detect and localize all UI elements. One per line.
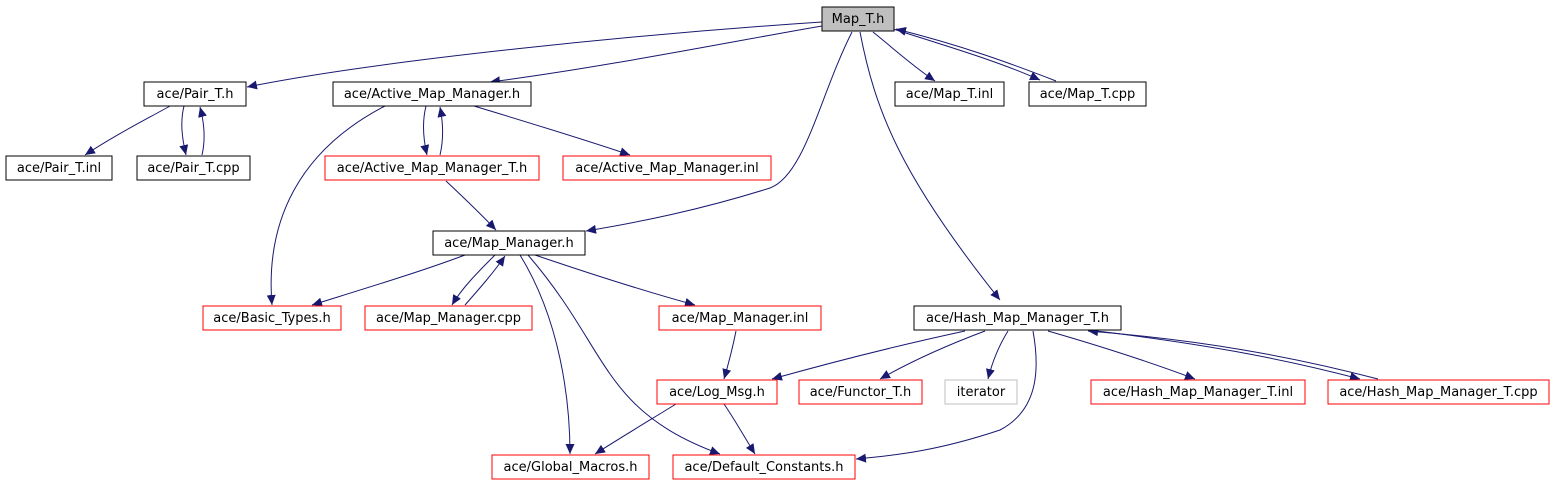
edge-active-map-manager-h-to-active-map-manager-t-h <box>420 105 430 156</box>
node-box <box>5 155 113 181</box>
edge-log-msg-h-to-global-macros-h <box>594 403 677 455</box>
edge-hash-map-manager-t-h-to-functor-t-h <box>879 330 986 380</box>
node-map-t-h[interactable]: Map_T.h <box>821 6 895 32</box>
nodes-layer: Map_T.h ace/Pair_T.h ace/Active_Map_Mana… <box>5 6 1550 480</box>
node-map-t-inl[interactable]: ace/Map_T.inl <box>894 81 1005 107</box>
node-label: ace/Pair_T.inl <box>17 161 101 176</box>
node-label: Map_T.h <box>832 12 885 27</box>
node-box <box>656 379 778 405</box>
node-label: ace/Hash_Map_Manager_T.cpp <box>1339 385 1537 400</box>
node-box <box>324 155 540 181</box>
node-box <box>894 81 1005 107</box>
node-active-map-manager-h[interactable]: ace/Active_Map_Manager.h <box>332 81 532 107</box>
node-log-msg-h[interactable]: ace/Log_Msg.h <box>656 379 778 405</box>
edge-map-t-h-to-map-t-inl <box>872 31 936 82</box>
node-box <box>432 230 586 256</box>
edges-layer <box>84 21 1379 463</box>
edge-map-t-h-to-pair-t-h <box>246 21 823 90</box>
node-box <box>332 81 532 107</box>
node-active-map-manager-inl[interactable]: ace/Active_Map_Manager.inl <box>562 155 772 181</box>
node-label: ace/Functor_T.h <box>810 385 912 400</box>
node-hash-map-manager-t-inl[interactable]: ace/Hash_Map_Manager_T.inl <box>1090 379 1306 405</box>
node-label: ace/Global_Macros.h <box>504 460 638 475</box>
node-box <box>136 155 251 181</box>
node-label: ace/Pair_T.h <box>157 87 234 102</box>
node-label: ace/Map_T.inl <box>906 87 993 102</box>
edge-map-t-h-to-active-map-manager-h <box>489 25 823 86</box>
edge-map-t-h-to-map-t-cpp <box>892 28 1041 81</box>
node-map-t-cpp[interactable]: ace/Map_T.cpp <box>1028 81 1147 107</box>
node-box <box>364 305 533 331</box>
edge-active-map-manager-h-to-basic-types-h <box>266 105 386 306</box>
edge-map-manager-inl-to-log-msg-h <box>722 330 737 380</box>
node-box <box>672 454 856 480</box>
node-map-manager-h[interactable]: ace/Map_Manager.h <box>432 230 586 256</box>
edge-hash-map-manager-t-cpp-to-hash-map-manager-t-h <box>1087 327 1379 380</box>
node-iterator[interactable]: iterator <box>944 379 1018 405</box>
node-box <box>821 6 895 32</box>
edge-map-manager-h-to-map-manager-cpp <box>451 254 496 306</box>
edge-pair-t-cpp-to-pair-t-h <box>198 106 207 156</box>
node-box <box>143 81 247 107</box>
edge-pair-t-h-to-pair-t-cpp <box>179 105 189 156</box>
node-pair-t-inl[interactable]: ace/Pair_T.inl <box>5 155 113 181</box>
node-active-map-manager-t-h[interactable]: ace/Active_Map_Manager_T.h <box>324 155 540 181</box>
node-label: ace/Map_Manager.inl <box>672 311 809 326</box>
node-global-macros-h[interactable]: ace/Global_Macros.h <box>491 454 650 480</box>
node-default-constants-h[interactable]: ace/Default_Constants.h <box>672 454 856 480</box>
node-label: ace/Active_Map_Manager.inl <box>575 161 759 176</box>
node-hash-map-manager-t-cpp[interactable]: ace/Hash_Map_Manager_T.cpp <box>1327 379 1550 405</box>
edge-map-manager-cpp-to-map-manager-h <box>464 255 506 306</box>
node-box <box>562 155 772 181</box>
node-label: ace/Active_Map_Manager.h <box>344 87 520 102</box>
node-box <box>1327 379 1550 405</box>
node-pair-t-cpp[interactable]: ace/Pair_T.cpp <box>136 155 251 181</box>
node-box <box>1090 379 1306 405</box>
edge-active-map-manager-t-h-to-active-map-manager-h <box>437 106 447 156</box>
node-label: ace/Hash_Map_Manager_T.h <box>926 311 1109 326</box>
node-box <box>913 305 1122 331</box>
node-functor-t-h[interactable]: ace/Functor_T.h <box>798 379 923 405</box>
edge-map-t-h-to-hash-map-manager-t-h <box>859 31 1001 301</box>
edge-map-manager-h-to-map-manager-inl <box>534 254 696 307</box>
node-pair-t-h[interactable]: ace/Pair_T.h <box>143 81 247 107</box>
node-box <box>658 305 822 331</box>
node-map-manager-cpp[interactable]: ace/Map_Manager.cpp <box>364 305 533 331</box>
node-box <box>944 379 1018 405</box>
node-label: ace/Basic_Types.h <box>213 311 330 326</box>
node-map-manager-inl[interactable]: ace/Map_Manager.inl <box>658 305 822 331</box>
node-basic-types-h[interactable]: ace/Basic_Types.h <box>202 305 342 331</box>
edge-hash-map-manager-t-h-to-iterator <box>986 330 1009 380</box>
node-hash-map-manager-t-h[interactable]: ace/Hash_Map_Manager_T.h <box>913 305 1122 331</box>
node-label: ace/Map_T.cpp <box>1040 87 1136 102</box>
node-label: ace/Map_Manager.h <box>444 236 574 251</box>
edge-map-t-cpp-to-map-t-h <box>895 27 1057 82</box>
node-label: ace/Active_Map_Manager_T.h <box>337 161 527 176</box>
node-label: ace/Log_Msg.h <box>669 385 765 400</box>
node-label: ace/Map_Manager.cpp <box>376 311 521 326</box>
edge-hash-map-manager-t-h-to-hash-map-manager-t-inl <box>1047 330 1196 380</box>
edge-active-map-manager-h-to-active-map-manager-inl <box>473 105 631 157</box>
edge-map-manager-h-to-global-macros-h <box>519 254 575 455</box>
edge-hash-map-manager-t-h-to-log-msg-h <box>771 330 966 381</box>
node-label: ace/Hash_Map_Manager_T.inl <box>1103 385 1293 400</box>
edge-active-map-manager-t-h-to-map-manager-h <box>445 180 497 231</box>
node-box <box>1028 81 1147 107</box>
edge-log-msg-h-to-default-constants-h <box>723 403 756 455</box>
edge-map-manager-h-to-basic-types-h <box>311 254 466 307</box>
edge-hash-map-manager-t-h-to-default-constants-h <box>855 330 1037 463</box>
node-box <box>202 305 342 331</box>
edge-map-t-h-to-map-manager-h <box>585 31 853 234</box>
node-label: ace/Pair_T.cpp <box>147 161 239 176</box>
node-label: ace/Default_Constants.h <box>684 460 843 475</box>
node-box <box>491 454 650 480</box>
edge-pair-t-h-to-pair-t-inl <box>84 105 171 156</box>
node-box <box>798 379 923 405</box>
edge-map-manager-h-to-default-constants-h <box>527 254 721 455</box>
node-label: iterator <box>957 385 1006 400</box>
